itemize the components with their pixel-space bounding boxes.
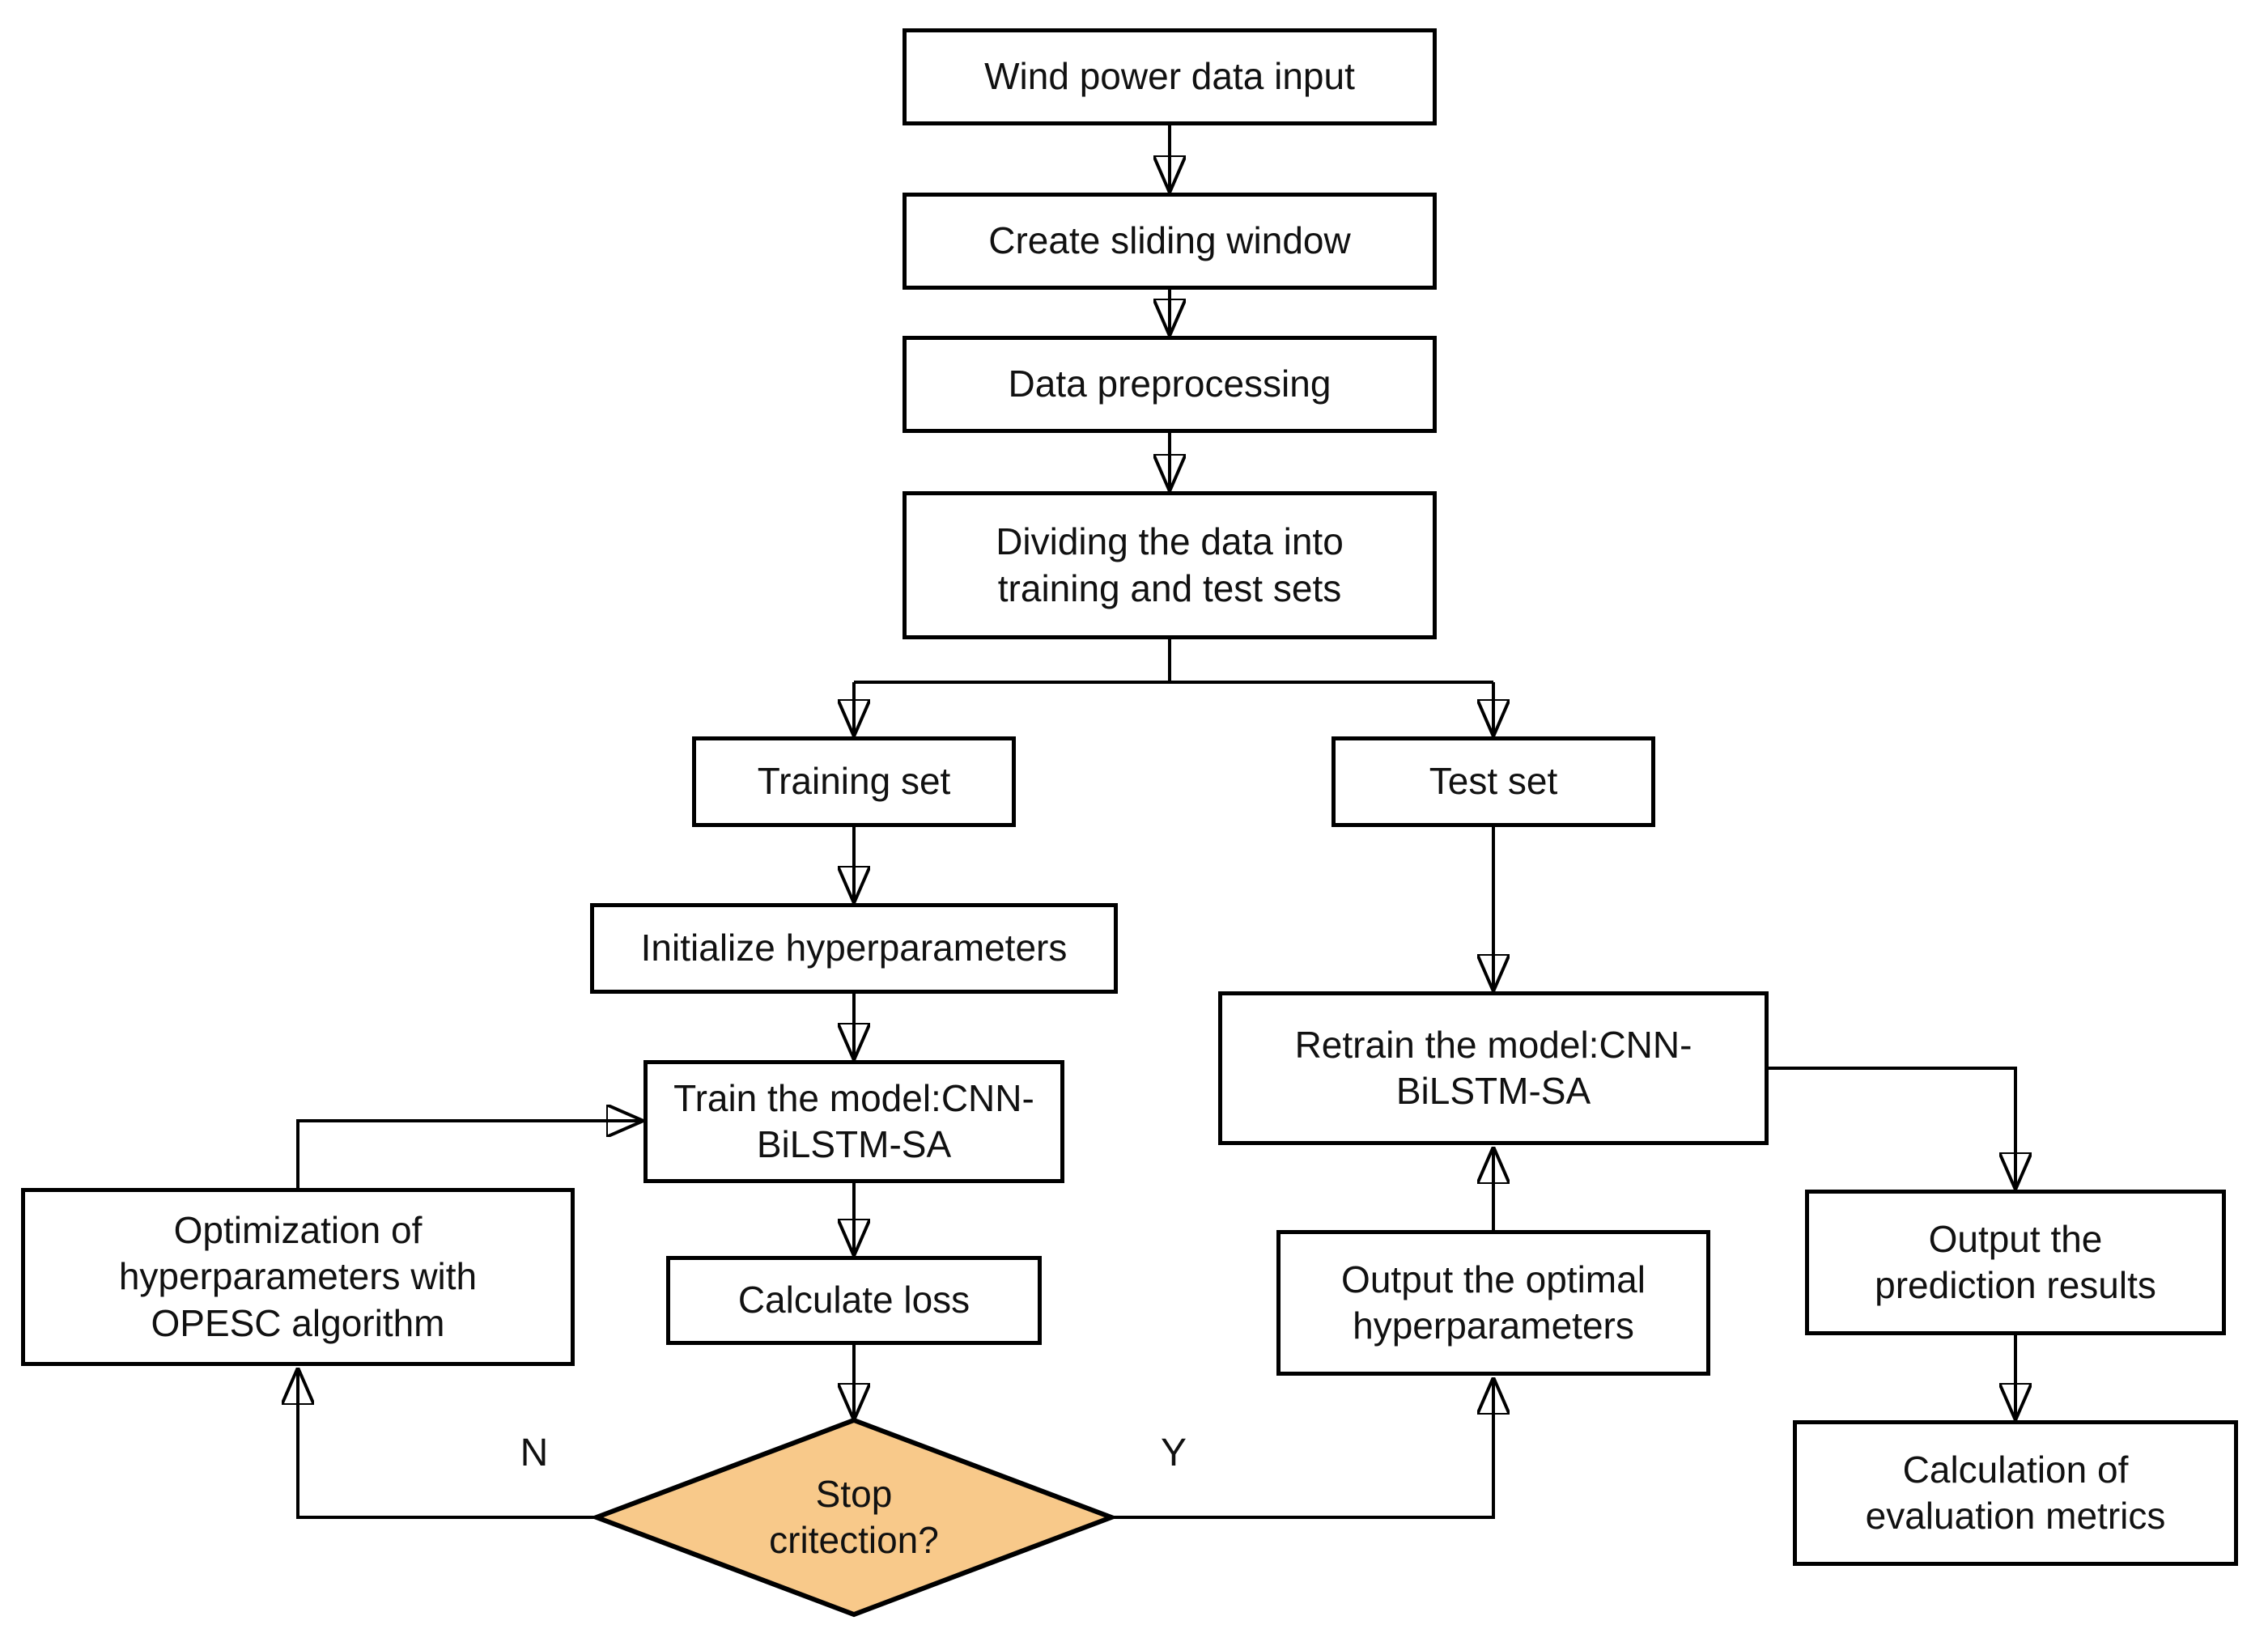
node-create-sliding-window: Create sliding window	[903, 193, 1437, 290]
edge-decision-yes-to-outputoptimal	[1111, 1379, 1493, 1519]
edge-retrain-to-outputprediction	[1769, 1067, 2015, 1188]
node-train-model: Train the model:CNN- BiLSTM-SA	[643, 1060, 1064, 1183]
edge-label-yes: Y	[1160, 1432, 1187, 1474]
decision-diamond	[589, 1417, 1119, 1618]
node-training-set: Training set	[692, 736, 1016, 827]
node-retrain-model: Retrain the model:CNN- BiLSTM-SA	[1218, 991, 1769, 1145]
node-wind-power-data-input: Wind power data input	[903, 28, 1437, 125]
node-dividing-data: Dividing the data into training and test…	[903, 491, 1437, 639]
node-output-optimal-hyperparameters: Output the optimal hyperparameters	[1276, 1230, 1710, 1376]
node-calculate-loss: Calculate loss	[666, 1256, 1042, 1345]
decision-label: Stop critection?	[769, 1472, 939, 1561]
node-calculation-evaluation-metrics: Calculation of evaluation metrics	[1793, 1420, 2238, 1566]
edge-label-no: N	[520, 1432, 549, 1474]
edge-optimization-to-train	[296, 1121, 642, 1188]
node-output-prediction-results: Output the prediction results	[1805, 1190, 2226, 1335]
node-data-preprocessing: Data preprocessing	[903, 336, 1437, 433]
node-test-set: Test set	[1331, 736, 1655, 827]
edge-decision-no-to-optimization	[298, 1369, 597, 1519]
node-optimization-opesc: Optimization of hyperparameters with OPE…	[21, 1188, 575, 1366]
node-initialize-hyperparameters: Initialize hyperparameters	[590, 903, 1118, 994]
